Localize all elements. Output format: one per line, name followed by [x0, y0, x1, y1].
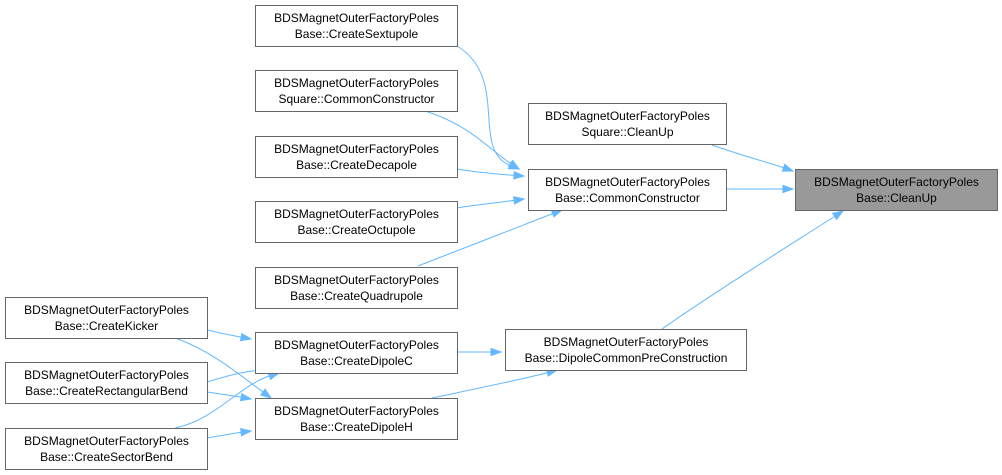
node-common-ctor-square[interactable]: BDSMagnetOuterFactoryPolesSquare::Common… [255, 70, 458, 112]
edge-line [174, 375, 271, 429]
edge-arrowhead [490, 347, 503, 357]
edge-arrowhead [513, 170, 526, 180]
edge-create_dipole_c-to-dipole_common [456, 347, 503, 357]
node-label-line: BDSMagnetOuterFactoryPoles [814, 175, 979, 189]
edge-cleanup_square-to-cleanup_base [711, 144, 795, 172]
node-box [255, 5, 458, 47]
node-box [528, 103, 727, 145]
node-create-kicker[interactable]: BDSMagnetOuterFactoryPolesBase::CreateKi… [5, 297, 208, 339]
edge-line [417, 212, 554, 267]
node-box [5, 297, 208, 339]
edge-arrowhead [550, 209, 564, 218]
node-label-line: BDSMagnetOuterFactoryPoles [545, 175, 710, 189]
edge-create_octupole-to-common_ctor_base [456, 196, 526, 209]
node-label-line: Base::CreateSextupole [295, 27, 419, 41]
edge-line [206, 391, 243, 398]
node-label-line: BDSMagnetOuterFactoryPoles [274, 142, 439, 156]
node-label-line: Base::CreateSectorBend [40, 450, 173, 464]
node-label-line: BDSMagnetOuterFactoryPoles [274, 76, 439, 90]
node-label-line: Base::CreateDecapole [296, 158, 417, 172]
node-create-sector-bend[interactable]: BDSMagnetOuterFactoryPolesBase::CreateSe… [5, 428, 208, 470]
node-box [255, 136, 458, 178]
node-create-dipole-c[interactable]: BDSMagnetOuterFactoryPolesBase::CreateDi… [255, 332, 458, 374]
node-label-line: BDSMagnetOuterFactoryPoles [274, 404, 439, 418]
edge-create_sector_bend-to-create_dipole_h [206, 428, 253, 439]
node-label-line: Base::CreateKicker [55, 319, 158, 333]
node-label-line: BDSMagnetOuterFactoryPoles [545, 109, 710, 123]
node-label-line: BDSMagnetOuterFactoryPoles [24, 368, 189, 382]
node-create-decapole[interactable]: BDSMagnetOuterFactoryPolesBase::CreateDe… [255, 136, 458, 178]
node-box [5, 362, 208, 404]
node-label-line: BDSMagnetOuterFactoryPoles [274, 11, 439, 25]
edge-line [456, 168, 516, 176]
node-label-line: BDSMagnetOuterFactoryPoles [544, 335, 709, 349]
node-label-line: Base::DipoleCommonPreConstruction [525, 351, 728, 365]
edge-common_ctor_square-to-common_ctor_base [424, 110, 521, 170]
edge-arrowhead [239, 392, 253, 402]
edge-line [206, 329, 243, 338]
node-create-octupole[interactable]: BDSMagnetOuterFactoryPolesBase::CreateOc… [255, 201, 458, 243]
node-box [255, 398, 458, 440]
node-label-line: Base::CreateDipoleC [300, 354, 413, 368]
edge-create_kicker-to-create_dipole_c [206, 329, 253, 342]
node-box [5, 428, 208, 470]
node-box [255, 70, 458, 112]
edge-line [174, 337, 265, 394]
node-label-line: BDSMagnetOuterFactoryPoles [274, 338, 439, 352]
edge-create_quadrupole-to-common_ctor_base [417, 209, 564, 267]
edge-arrowhead [831, 210, 845, 221]
node-label-line: Base::CreateQuadrupole [290, 289, 423, 303]
node-label-line: BDSMagnetOuterFactoryPoles [274, 207, 439, 221]
node-label-line: Base::CreateOctupole [297, 223, 415, 237]
edge-dipole_common-to-cleanup_base [661, 210, 845, 330]
node-common-ctor-base[interactable]: BDSMagnetOuterFactoryPolesBase::CommonCo… [528, 169, 727, 211]
node-box [255, 201, 458, 243]
node-label-line: BDSMagnetOuterFactoryPoles [24, 434, 189, 448]
edge-create_sextupole-to-common_ctor_base [456, 45, 521, 170]
edge-line [456, 45, 511, 167]
edge-line [424, 110, 512, 165]
node-cleanup-square[interactable]: BDSMagnetOuterFactoryPolesSquare::CleanU… [528, 103, 727, 145]
node-label-line: BDSMagnetOuterFactoryPoles [274, 273, 439, 287]
node-label-line: Base::CreateRectangularBend [25, 384, 188, 398]
node-label-line: Square::CommonConstructor [278, 92, 434, 106]
nodes-layer: BDSMagnetOuterFactoryPolesBase::CleanUpB… [5, 5, 998, 470]
node-label-line: Base::CleanUp [856, 191, 937, 205]
edge-line [661, 215, 836, 330]
node-create-sextupole[interactable]: BDSMagnetOuterFactoryPolesBase::CreateSe… [255, 5, 458, 47]
edge-line [206, 431, 243, 439]
node-box [255, 267, 458, 309]
node-label-line: BDSMagnetOuterFactoryPoles [24, 303, 189, 317]
node-create-rect-bend[interactable]: BDSMagnetOuterFactoryPolesBase::CreateRe… [5, 362, 208, 404]
edge-arrowhead [781, 163, 795, 172]
edge-arrowhead [259, 388, 273, 399]
edge-arrowhead [507, 159, 521, 170]
node-dipole-common[interactable]: BDSMagnetOuterFactoryPolesBase::DipoleCo… [505, 329, 747, 371]
edge-create_rect_bend-to-create_dipole_h [206, 391, 253, 402]
edge-line [431, 371, 549, 399]
node-label-line: Base::CreateDipoleH [300, 420, 413, 434]
edge-common_ctor_base-to-cleanup_base [726, 184, 795, 194]
node-box [795, 169, 998, 211]
node-box [528, 169, 727, 211]
edge-arrowhead [782, 184, 795, 194]
node-label-line: Base::CommonConstructor [555, 191, 700, 205]
node-box [505, 329, 747, 371]
node-create-dipole-h[interactable]: BDSMagnetOuterFactoryPolesBase::CreateDi… [255, 398, 458, 440]
edge-arrowhead [239, 332, 253, 342]
edge-line [456, 199, 516, 209]
node-label-line: Square::CleanUp [581, 125, 673, 139]
edge-line [711, 144, 785, 169]
edge-create_kicker-to-create_dipole_h [174, 337, 273, 399]
node-create-quadrupole[interactable]: BDSMagnetOuterFactoryPolesBase::CreateQu… [255, 267, 458, 309]
edge-arrowhead [240, 428, 253, 437]
edges-layer [174, 45, 845, 439]
node-box [255, 332, 458, 374]
edge-arrowhead [513, 196, 526, 205]
edge-create_decapole-to-common_ctor_base [456, 168, 526, 180]
